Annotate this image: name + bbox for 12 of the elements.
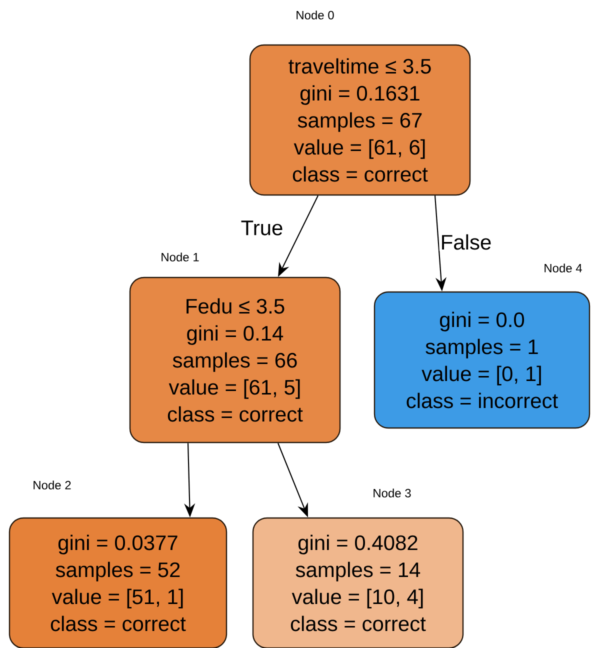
tree-node-box: gini = 0.4082 samples = 14 value = [10, 4] class = correct — [252, 517, 464, 648]
edge-label: True — [240, 220, 284, 236]
tree-node-box: traveltime ≤ 3.5 gini = 0.1631 samples = 67 value = [61, 6] class = correct — [249, 44, 471, 196]
tree-node-box: gini = 0.0377 samples = 52 value = [51, 1] class = correct — [8, 517, 228, 648]
tree-node-box: gini = 0.0 samples = 1 value = [0, 1] class = incorrect — [374, 291, 590, 429]
node-caption: Node 0 — [296, 10, 334, 20]
edge-label: False — [439, 233, 493, 251]
node-caption: Node 2 — [34, 480, 71, 490]
node-caption: Node 3 — [374, 488, 411, 498]
node-caption: Node 4 — [544, 264, 582, 272]
tree-node-box: Fedu ≤ 3.5 gini = 0.14 samples = 66 value = [61, 5] class = correct — [129, 276, 341, 444]
node-caption: Node 1 — [162, 252, 199, 262]
